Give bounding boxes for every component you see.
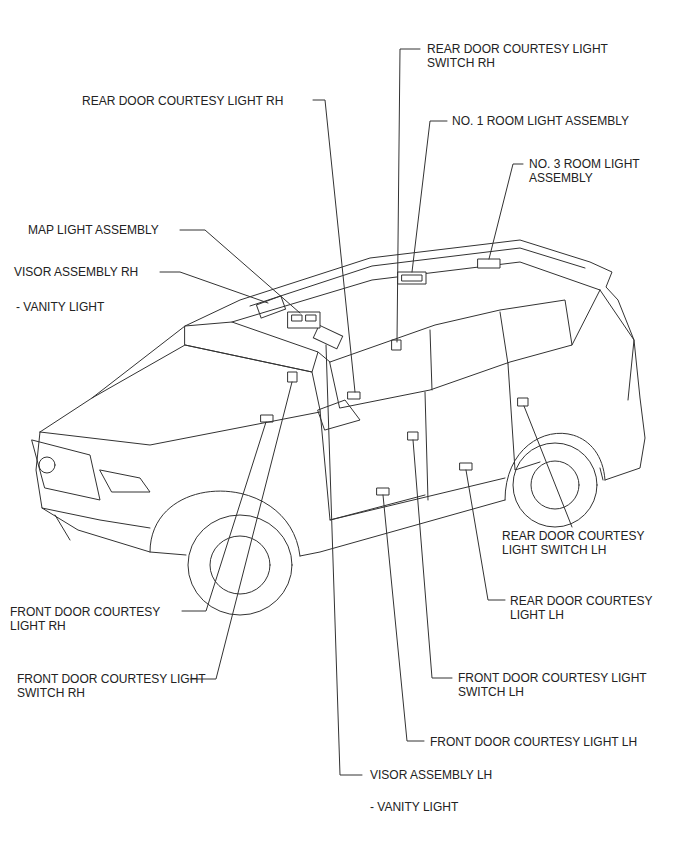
part-label: NO. 1 ROOM LIGHT ASSEMBLY — [452, 114, 667, 128]
part-label: REAR DOOR COURTESY LIGHT LH — [510, 594, 670, 622]
part-label: REAR DOOR COURTESY LIGHT SWITCH LH — [502, 529, 662, 557]
part-label: REAR DOOR COURTESY LIGHT SWITCH RH — [427, 42, 622, 70]
part-label: - VANITY LIGHT — [16, 300, 136, 314]
part-label: VISOR ASSEMBLY LH — [370, 768, 550, 782]
part-label: FRONT DOOR COURTESY LIGHT SWITCH RH — [17, 672, 217, 700]
part-label: FRONT DOOR COURTESY LIGHT SWITCH LH — [458, 671, 658, 699]
part-label: VISOR ASSEMBLY RH — [14, 265, 164, 279]
part-label: - VANITY LIGHT — [370, 800, 490, 814]
part-label: MAP LIGHT ASSEMBLY — [28, 223, 198, 237]
part-label: REAR DOOR COURTESY LIGHT RH — [82, 94, 317, 108]
part-label: FRONT DOOR COURTESY LIGHT RH — [10, 605, 175, 633]
part-label: NO. 3 ROOM LIGHT ASSEMBLY — [529, 157, 659, 185]
part-label: FRONT DOOR COURTESY LIGHT LH — [430, 735, 670, 749]
